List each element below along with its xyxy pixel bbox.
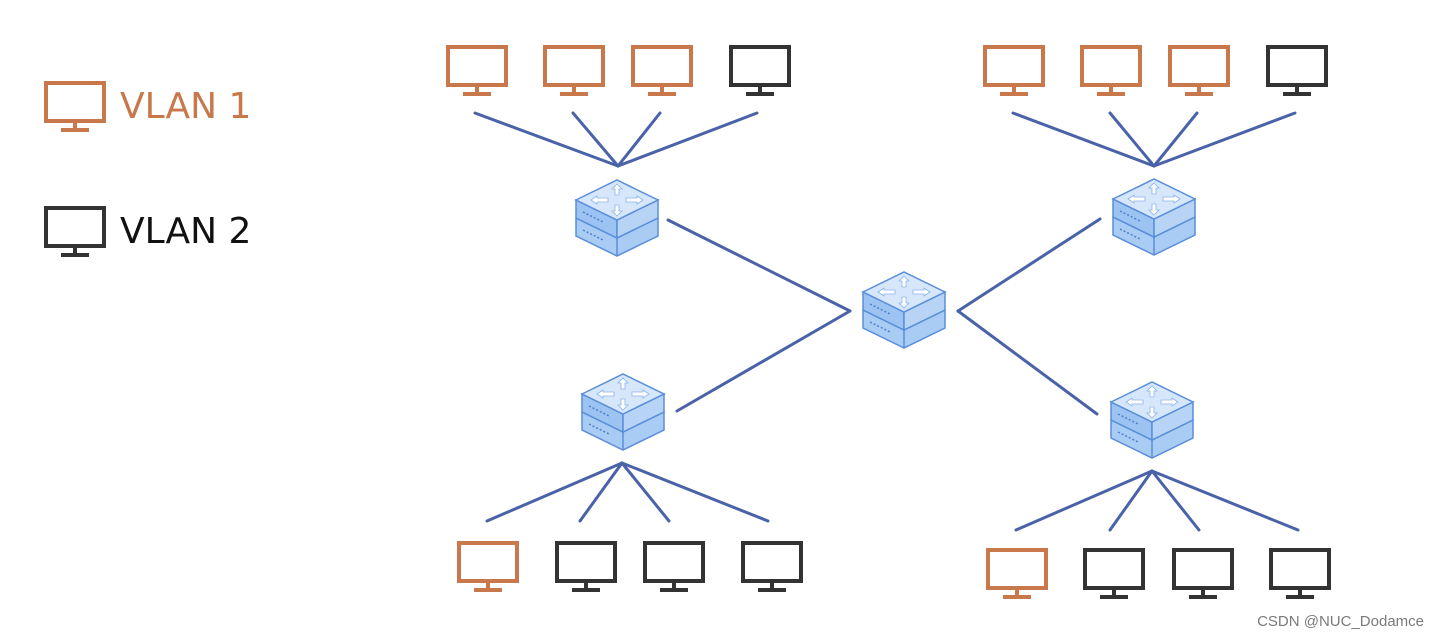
monitor-icon: [1168, 45, 1230, 96]
link: [578, 461, 624, 523]
monitor-icon: [631, 45, 693, 96]
switch-icon: [862, 271, 946, 349]
monitor-icon: [741, 541, 803, 592]
monitor-icon: [986, 548, 1048, 599]
monitor-icon: [1269, 548, 1331, 599]
switch-icon: [1112, 178, 1196, 256]
hosts-bottom-left: [457, 541, 803, 592]
monitor-icon: [543, 45, 605, 96]
link: [571, 111, 620, 168]
hosts-bottom-right: [986, 548, 1331, 599]
uplink: [956, 309, 1099, 416]
legend-vlan2: VLAN 2: [44, 206, 251, 257]
hosts-top-right: [983, 45, 1328, 96]
monitor-icon: [446, 45, 508, 96]
uplink: [956, 217, 1102, 313]
monitor-icon: [729, 45, 791, 96]
legend-vlan1-label: VLAN 1: [120, 86, 251, 127]
link: [1150, 469, 1300, 532]
monitor-icon: [1266, 45, 1328, 96]
watermark: CSDN @NUC_Dodamce: [1257, 613, 1424, 630]
monitor-icon: [983, 45, 1045, 96]
link: [616, 111, 759, 168]
link: [1152, 111, 1199, 168]
monitor-icon: [1083, 548, 1145, 599]
switch-icon: [575, 179, 659, 257]
switch-icon: [581, 373, 665, 451]
link: [1150, 469, 1201, 532]
monitor-icon: [643, 541, 705, 592]
uplink: [675, 309, 852, 413]
link: [1152, 111, 1297, 168]
link: [485, 461, 624, 523]
link: [616, 111, 662, 168]
link: [1014, 469, 1154, 532]
link: [620, 461, 671, 523]
uplink: [666, 218, 852, 313]
monitor-icon: [44, 206, 106, 257]
monitor-icon: [44, 81, 106, 132]
legend: VLAN 1 VLAN 2: [44, 81, 251, 257]
link: [620, 461, 770, 523]
hosts-top-left: [446, 45, 791, 96]
links: [473, 111, 1300, 532]
monitor-icon: [457, 541, 519, 592]
link: [1108, 469, 1154, 532]
link: [1108, 111, 1156, 168]
legend-vlan1: VLAN 1: [44, 81, 251, 132]
monitor-icon: [555, 541, 617, 592]
monitor-icon: [1080, 45, 1142, 96]
monitor-icon: [1172, 548, 1234, 599]
legend-vlan2-label: VLAN 2: [120, 211, 251, 252]
link: [1011, 111, 1156, 168]
switch-icon: [1110, 381, 1194, 459]
link: [473, 111, 620, 168]
